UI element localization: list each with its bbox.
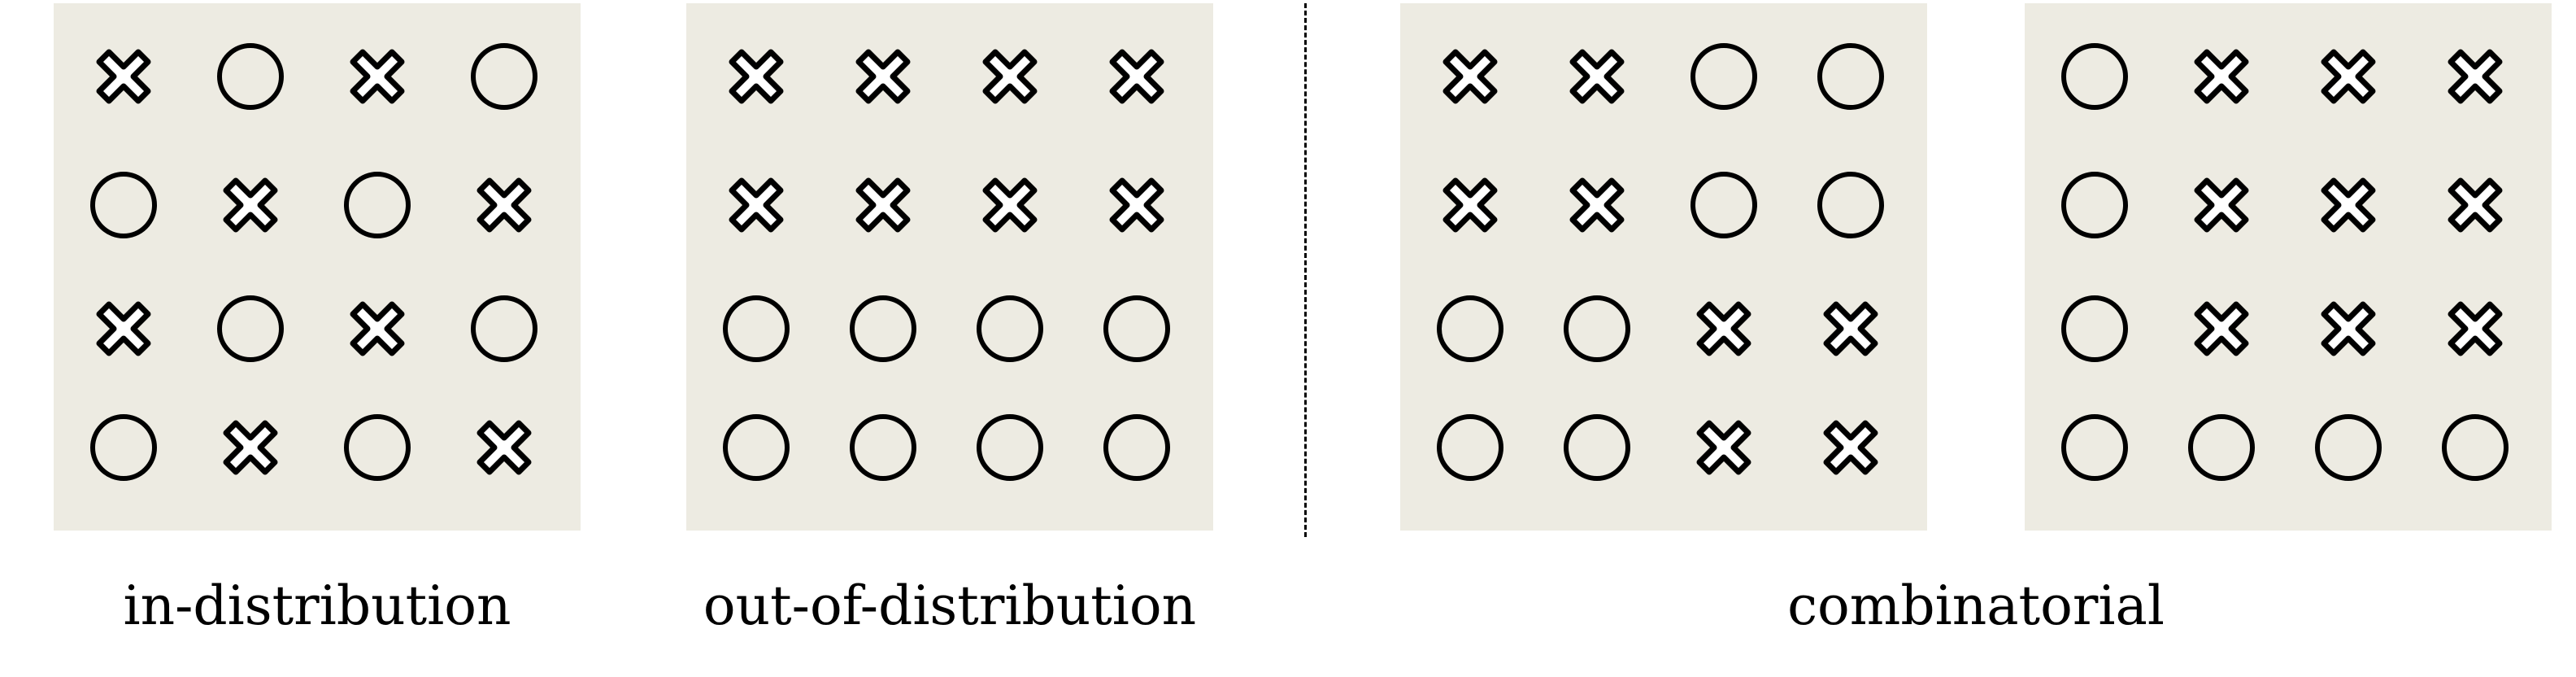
- circle-icon: [2061, 43, 2128, 110]
- cross-icon: [1442, 49, 1498, 104]
- panel-combinatorial-b: [2025, 3, 2552, 531]
- cross-icon: [2448, 177, 2503, 233]
- cross-icon: [2448, 49, 2503, 104]
- circle-icon: [217, 295, 284, 362]
- cross-icon: [1109, 49, 1164, 104]
- circle-icon: [90, 172, 157, 238]
- cross-icon: [855, 49, 911, 104]
- cross-icon: [1696, 420, 1751, 475]
- cross-icon: [1569, 177, 1625, 233]
- grid-out-of-distribution: [723, 49, 1170, 481]
- cross-icon: [729, 177, 784, 233]
- circle-icon: [2061, 414, 2128, 481]
- circle-icon: [2061, 295, 2128, 362]
- panel-combinatorial-a: [1400, 3, 1927, 531]
- panel-out-of-distribution: [686, 3, 1213, 531]
- cross-icon: [476, 177, 532, 233]
- cross-icon: [2321, 49, 2376, 104]
- cross-icon: [1823, 420, 1878, 475]
- circle-icon: [1437, 414, 1503, 481]
- circle-icon: [1817, 43, 1884, 110]
- cross-icon: [982, 49, 1038, 104]
- circle-icon: [1817, 172, 1884, 238]
- circle-icon: [850, 295, 916, 362]
- circle-icon: [2061, 172, 2128, 238]
- cross-icon: [1823, 301, 1878, 356]
- circle-icon: [1690, 172, 1757, 238]
- grid-combinatorial-b: [2061, 43, 2509, 481]
- circle-icon: [2315, 414, 2382, 481]
- circle-icon: [723, 295, 790, 362]
- cross-icon: [223, 177, 278, 233]
- cross-icon: [2321, 301, 2376, 356]
- circle-icon: [1564, 414, 1630, 481]
- cross-icon: [2194, 49, 2249, 104]
- circle-icon: [90, 414, 157, 481]
- cross-icon: [2194, 301, 2249, 356]
- circle-icon: [1690, 43, 1757, 110]
- caption-combinatorial: combinatorial: [1787, 574, 2165, 637]
- grid-combinatorial-a: [1437, 43, 1884, 481]
- panel-in-distribution: [54, 3, 581, 531]
- cross-icon: [1442, 177, 1498, 233]
- cross-icon: [96, 49, 151, 104]
- cross-icon: [223, 420, 278, 475]
- grid-in-distribution: [90, 43, 537, 481]
- cross-icon: [2194, 177, 2249, 233]
- cross-icon: [1696, 301, 1751, 356]
- circle-icon: [2188, 414, 2255, 481]
- cross-icon: [2448, 301, 2503, 356]
- circle-icon: [1103, 295, 1170, 362]
- circle-icon: [1564, 295, 1630, 362]
- circle-icon: [344, 414, 411, 481]
- circle-icon: [977, 414, 1043, 481]
- circle-icon: [471, 295, 537, 362]
- circle-icon: [2442, 414, 2509, 481]
- cross-icon: [1109, 177, 1164, 233]
- caption-out-of-distribution: out-of-distribution: [703, 574, 1197, 637]
- cross-icon: [2321, 177, 2376, 233]
- cross-icon: [96, 301, 151, 356]
- circle-icon: [850, 414, 916, 481]
- circle-icon: [1103, 414, 1170, 481]
- circle-icon: [344, 172, 411, 238]
- circle-icon: [1437, 295, 1503, 362]
- circle-icon: [217, 43, 284, 110]
- cross-icon: [855, 177, 911, 233]
- cross-icon: [350, 301, 405, 356]
- cross-icon: [982, 177, 1038, 233]
- cross-icon: [729, 49, 784, 104]
- cross-icon: [1569, 49, 1625, 104]
- cross-icon: [350, 49, 405, 104]
- caption-in-distribution: in-distribution: [123, 574, 511, 637]
- circle-icon: [723, 414, 790, 481]
- cross-icon: [476, 420, 532, 475]
- circle-icon: [977, 295, 1043, 362]
- section-divider: [1304, 3, 1307, 537]
- circle-icon: [471, 43, 537, 110]
